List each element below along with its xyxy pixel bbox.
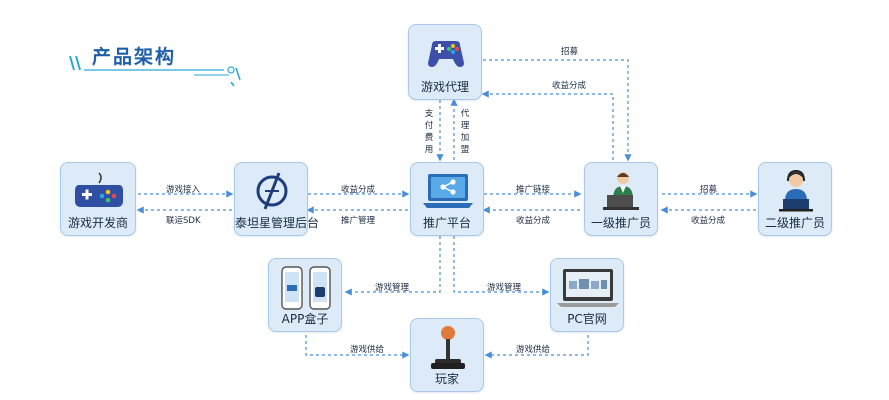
- phones-icon: [281, 266, 331, 310]
- arcade-joystick-icon: [431, 326, 465, 369]
- node-game-agent-label: 游戏代理: [420, 80, 469, 94]
- node-level2-promoter[interactable]: 二级推广员: [758, 162, 832, 236]
- edge-label-game-supply-left: 游戏供给: [350, 345, 385, 355]
- edge-label-recruit-top: 招募: [561, 47, 579, 57]
- title-decoration-icon: [69, 55, 241, 87]
- node-player-label: 玩家: [434, 372, 459, 386]
- node-pc-site[interactable]: PC官网: [550, 258, 624, 332]
- node-pc-site-label: PC官网: [567, 312, 607, 326]
- edge-label-revenue-top: 收益分成: [552, 81, 587, 91]
- edge-label-revenue-right: 收益分成: [691, 216, 726, 226]
- node-level2-promoter-label: 二级推广员: [764, 216, 825, 230]
- node-level1-promoter-label: 一级推广员: [590, 216, 651, 230]
- node-titan-admin[interactable]: 泰坦星管理后台: [234, 162, 320, 236]
- page-title: 产品架构: [92, 46, 177, 68]
- person-headset-icon: [779, 169, 813, 212]
- edge-label-promo-manage: 推广管理: [341, 216, 376, 226]
- node-titan-admin-label: 泰坦星管理后台: [235, 216, 320, 230]
- edge-label-pay-fee: 支付费用: [424, 109, 434, 155]
- edge-label-agent-join: 代理加盟: [460, 109, 470, 155]
- node-app-box-label: APP盒子: [281, 312, 329, 326]
- person-laptop-icon: [603, 172, 639, 210]
- node-game-developer-label: 游戏开发商: [67, 216, 128, 230]
- edge-label-promo-link: 推广链接: [516, 185, 551, 195]
- node-game-agent[interactable]: 游戏代理: [408, 24, 482, 100]
- edge-label-revenue-titan: 收益分成: [341, 185, 376, 195]
- node-game-developer[interactable]: 游戏开发商: [60, 162, 136, 236]
- share-laptop-icon: [423, 174, 473, 208]
- gamepad-icon: [428, 41, 464, 67]
- edge-label-game-access: 游戏接入: [166, 185, 201, 195]
- node-promo-platform-label: 推广平台: [422, 216, 471, 230]
- joystick-gamepad-icon: [75, 172, 123, 207]
- node-player[interactable]: 玩家: [410, 318, 484, 392]
- monitor-icon: [557, 269, 619, 307]
- edge-label-recruit-right: 招募: [700, 185, 718, 195]
- node-app-box[interactable]: APP盒子: [268, 258, 342, 332]
- node-promo-platform[interactable]: 推广平台: [410, 162, 484, 236]
- titan-logo-icon: [256, 172, 288, 210]
- edge-label-game-supply-right: 游戏供给: [516, 345, 551, 355]
- edge-label-joint-sdk: 联运SDK: [166, 216, 201, 226]
- node-level1-promoter[interactable]: 一级推广员: [584, 162, 658, 236]
- edge-label-game-manage-right: 游戏管理: [487, 283, 522, 293]
- edge-label-revenue-level1: 收益分成: [516, 216, 551, 226]
- edge-label-game-manage-left: 游戏管理: [375, 283, 410, 293]
